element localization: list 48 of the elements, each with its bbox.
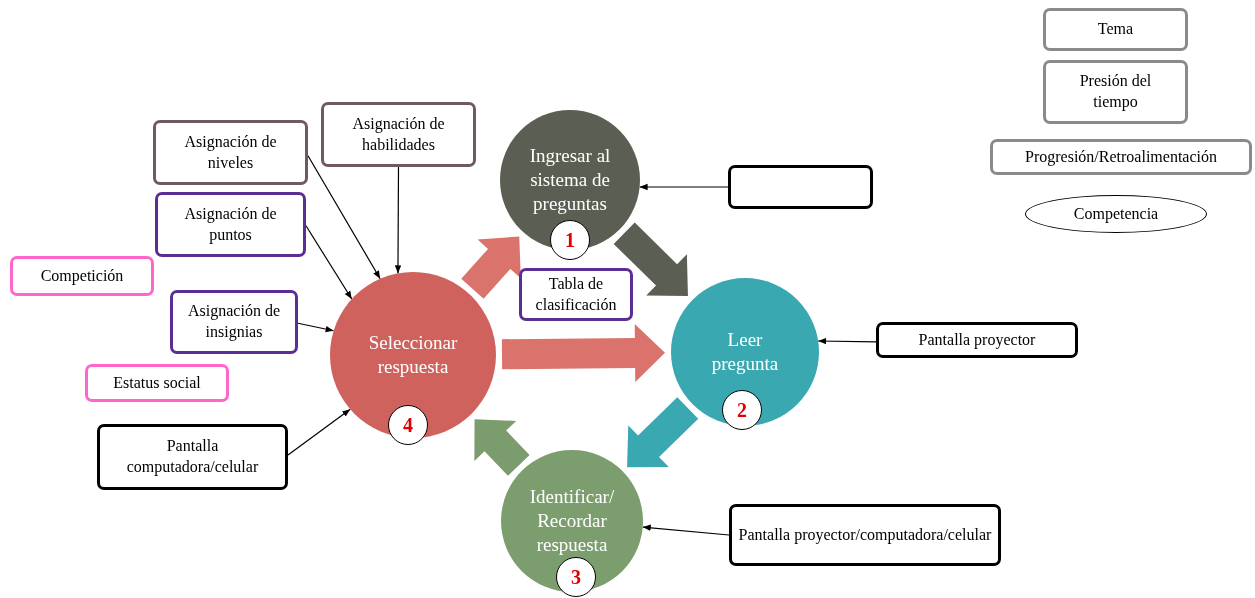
element-box [519,268,633,321]
arrow [817,337,877,345]
node-label: Seleccionar respuesta [367,331,459,379]
node-label: Pantalla proyector/computadora/celular [738,524,992,546]
block-arrow [627,397,699,468]
element-box [10,256,154,296]
element-box [321,102,476,167]
node-label: Tema [1097,19,1134,40]
node-label: Competición [40,265,124,287]
node-label: Estatus social [113,372,201,393]
node-label: Pantalla computadora/celular [125,436,260,478]
element-box [155,192,306,257]
node-label: Competencia [1073,205,1159,223]
node-label: Asignación de niveles [183,131,278,173]
block-arrow [501,324,665,382]
node-label: Asignación de habilidades [351,113,446,155]
element-box [153,120,308,185]
arrow [394,166,402,274]
key-label [1043,8,1188,51]
device-box [97,424,288,490]
arrow [642,524,730,536]
arrow [639,183,729,191]
number-label: 3 [571,565,581,589]
node-label: Ingresar al sistema de preguntas [528,144,612,216]
node-label: Leer pregunta [710,328,780,376]
device-box [729,504,1001,566]
element-box [85,364,229,402]
block-arrow [474,419,530,476]
key-label [990,139,1252,175]
node-label: Progresión/Retroalimentación [1025,146,1217,168]
key-label [1043,60,1188,124]
block-arrow [461,236,521,299]
node-label: Identificar/ Recordar respuesta [528,485,616,557]
node-label: Pantalla proyector [918,329,1036,351]
block-arrow [613,222,688,296]
element-box [170,290,298,354]
number-label: 4 [403,413,413,437]
empty-box [728,165,873,209]
number-label: 1 [565,228,575,252]
arrow [305,225,353,300]
device-box [876,322,1078,358]
arrow [297,322,335,333]
node-label: Presión del tiempo [1078,71,1153,113]
node-label: Asignación de puntos [183,203,278,246]
arrow [287,408,351,456]
node-label: Tabla de clasificación [534,273,618,315]
node-label: Asignación de insignias [187,301,281,343]
number-label: 2 [737,398,747,422]
